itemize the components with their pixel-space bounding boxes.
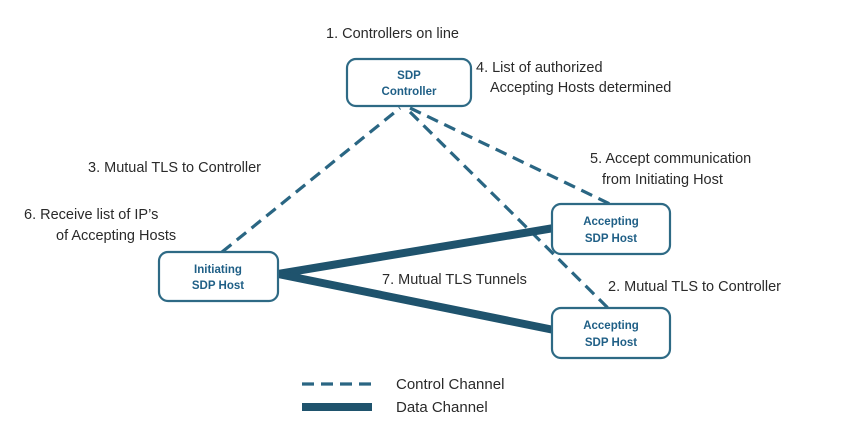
step1-label: 1. Controllers on line [326, 26, 459, 42]
accepting-top-label-line1: Accepting [583, 216, 639, 228]
initiating-label-line1: Initiating [194, 264, 242, 276]
step-annotations: 1. Controllers on line 4. List of author… [24, 26, 781, 295]
step4-label-line2: Accepting Hosts determined [490, 80, 671, 96]
control-channels [220, 106, 611, 310]
accepting-sdp-host-top-node: Accepting SDP Host [550, 202, 672, 256]
accepting-bottom-label-line1: Accepting [583, 320, 639, 332]
step6-label-line2: of Accepting Hosts [56, 228, 176, 244]
control-edge-controller-accepting-bottom [408, 110, 610, 310]
step2-label: 2. Mutual TLS to Controller [608, 279, 781, 295]
accepting-bottom-label-line2: SDP Host [585, 337, 637, 349]
step5-label-line1: 5. Accept communication [590, 151, 751, 167]
step4-label-line1: 4. List of authorized [476, 60, 603, 76]
controller-label-line1: SDP [397, 70, 421, 82]
legend: Control Channel Data Channel [302, 376, 504, 416]
control-edge-initiating-controller [220, 106, 402, 254]
initiating-label-line2: SDP Host [192, 280, 244, 292]
initiating-sdp-host-node: Initiating SDP Host [157, 250, 280, 303]
sdp-controller-node: SDP Controller [345, 57, 473, 108]
controller-label-line2: Controller [382, 86, 437, 98]
accepting-top-label-line2: SDP Host [585, 233, 637, 245]
data-channels [277, 224, 555, 334]
step6-label-line1: 6. Receive list of IP’s [24, 207, 158, 223]
legend-control-label: Control Channel [396, 376, 504, 393]
legend-data-label: Data Channel [396, 399, 488, 416]
step3-label: 3. Mutual TLS to Controller [88, 160, 261, 176]
data-edge-initiating-accepting-bottom [277, 270, 555, 334]
data-edge-initiating-accepting-top [277, 224, 555, 278]
control-edge-controller-accepting-top [409, 106, 611, 206]
step7-label: 7. Mutual TLS Tunnels [382, 272, 527, 288]
step5-label-line2: from Initiating Host [602, 172, 723, 188]
accepting-sdp-host-bottom-node: Accepting SDP Host [550, 306, 672, 360]
